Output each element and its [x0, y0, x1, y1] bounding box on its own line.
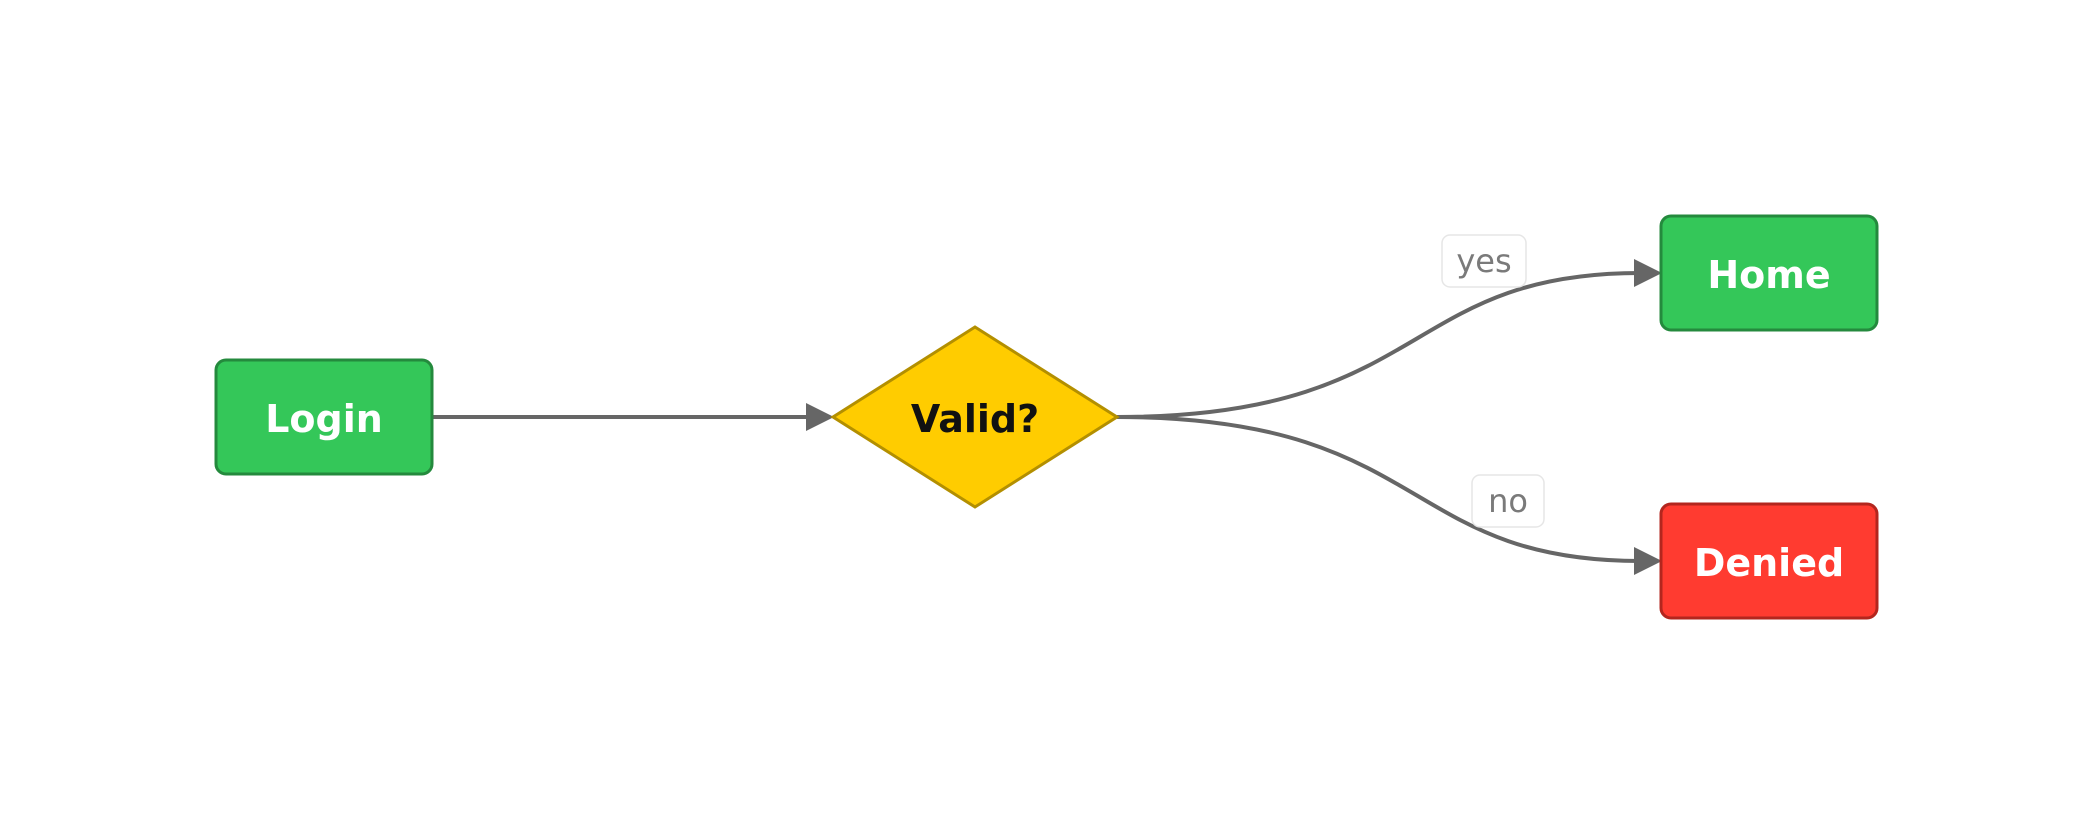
node-home-shape[interactable] — [1659, 214, 1879, 332]
arrowhead-denied — [1634, 547, 1662, 575]
node-valid[interactable]: Valid? — [830, 325, 1120, 509]
edge-label-no-box — [1471, 474, 1545, 528]
node-valid-shape[interactable] — [830, 325, 1120, 509]
edge-valid-to-home — [1116, 271, 1641, 419]
node-home[interactable]: Home — [1659, 214, 1879, 332]
node-login[interactable]: Login — [214, 358, 434, 476]
arrowhead-home — [1634, 259, 1662, 287]
node-denied[interactable]: Denied — [1659, 502, 1879, 620]
node-login-label: Login — [265, 397, 383, 441]
edge-label-yes-text: yes — [1456, 242, 1511, 280]
node-valid-label: Valid? — [911, 397, 1039, 441]
edge-valid-to-denied — [1116, 415, 1641, 563]
node-denied-shape[interactable] — [1659, 502, 1879, 620]
edge-label-no: no — [1471, 474, 1545, 528]
edge-label-yes-box — [1441, 234, 1527, 288]
node-login-shape[interactable] — [214, 358, 434, 476]
edges — [433, 259, 1662, 575]
edge-label-yes: yes — [1441, 234, 1527, 288]
arrowhead-valid — [806, 403, 834, 431]
edge-label-no-text: no — [1488, 482, 1528, 520]
node-denied-label: Denied — [1694, 541, 1844, 585]
node-home-label: Home — [1707, 253, 1830, 297]
